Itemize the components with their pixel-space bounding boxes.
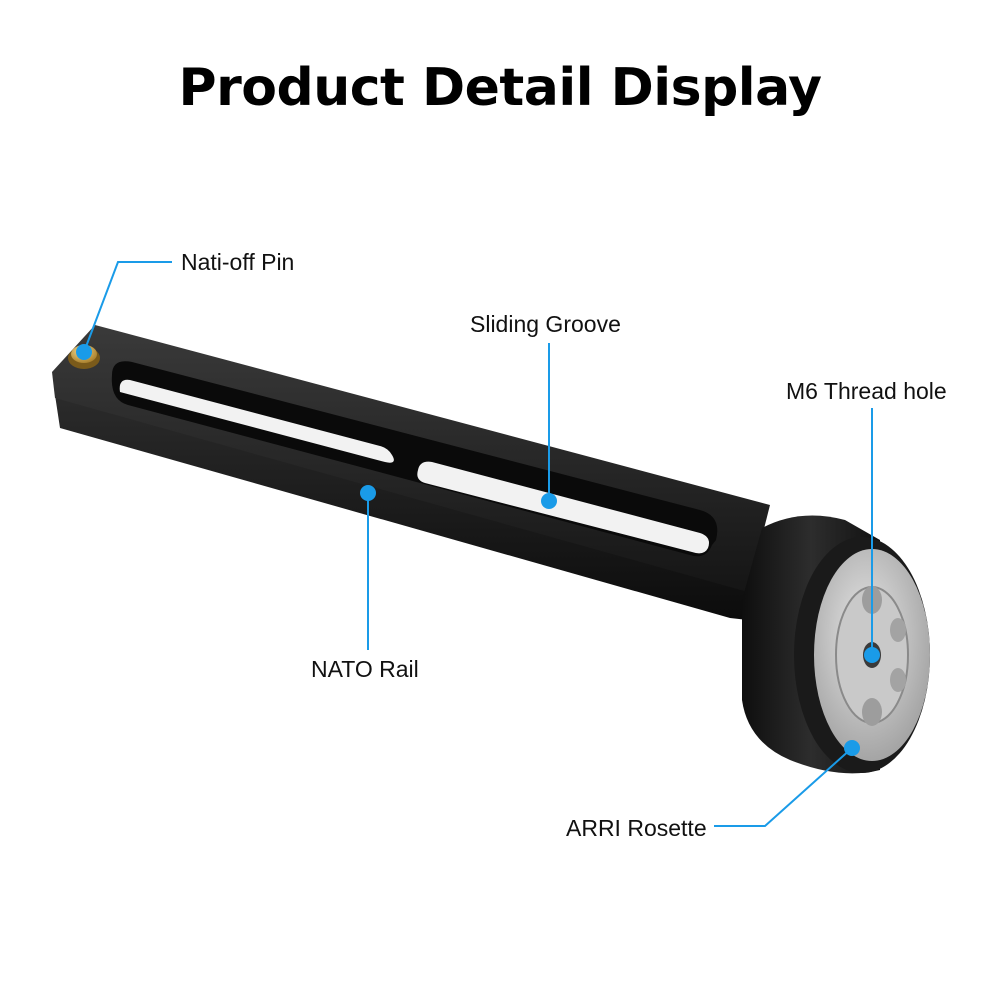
nati-off-pin-dot [76,344,92,360]
nato-rail-body [52,325,770,620]
callout-nato-rail: NATO Rail [311,656,419,682]
m6-thread-hole-dot [864,647,880,663]
nato-rail-dot [360,485,376,501]
callout-m6-thread-hole: M6 Thread hole [786,378,947,404]
arri-rosette-line [714,747,853,827]
nati-off-pin-line [83,261,172,353]
callout-lines [83,261,873,827]
callout-arri-rosette: ARRI Rosette [566,815,707,841]
callout-nati-off-pin: Nati-off Pin [181,249,295,275]
arri-rosette-dot [844,740,860,756]
callout-sliding-groove: Sliding Groove [470,311,621,337]
rosette-housing [742,515,930,774]
page-title: Product Detail Display [178,58,822,118]
callout-dots [76,344,880,756]
sliding-groove-dot [541,493,557,509]
